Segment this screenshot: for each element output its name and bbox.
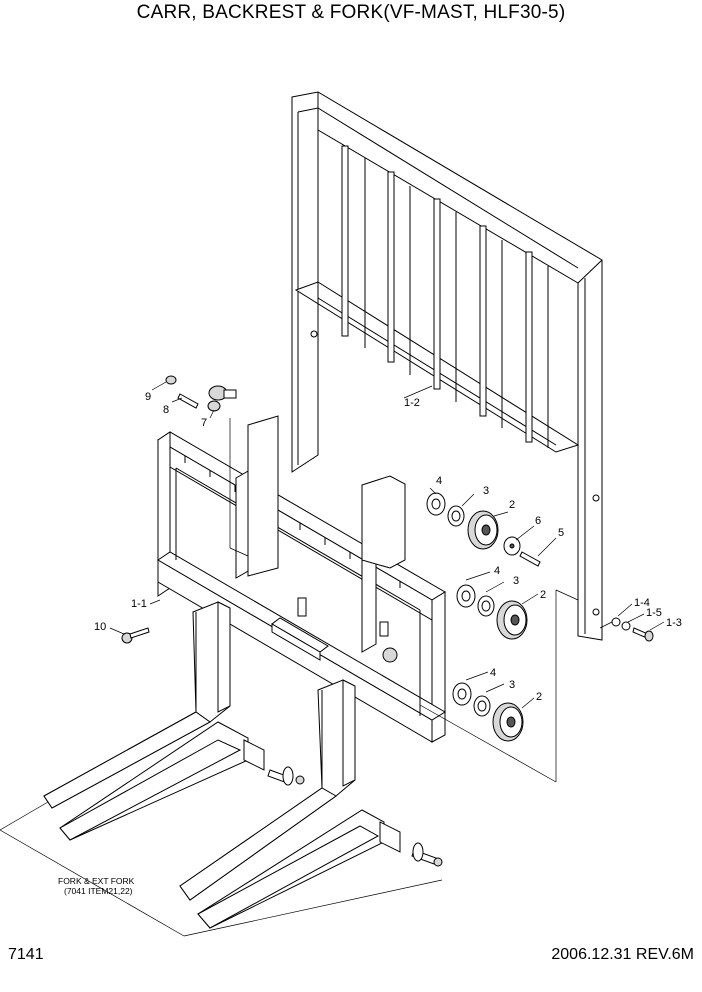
- callout-2-top: 2: [509, 499, 515, 511]
- bolt-stack-right: [611, 617, 654, 642]
- callout-1-1: 1-1: [131, 598, 147, 610]
- rollers-bottom: [452, 682, 524, 742]
- callout-5: 5: [558, 527, 564, 539]
- callout-2-bottom: 2: [536, 691, 542, 703]
- carriage-upper-plate: [247, 415, 279, 577]
- fork-note-line2: (7041 ITEM21,22): [64, 886, 133, 896]
- backrest: [291, 91, 603, 641]
- fork-left: [43, 601, 265, 841]
- callout-1-4: 1-4: [634, 597, 650, 609]
- backrest-slats: [317, 132, 549, 448]
- rollers-top: [426, 492, 541, 567]
- leader-lines: [0, 381, 665, 937]
- callout-1-3: 1-3: [666, 617, 682, 629]
- fork-note-line1: FORK & EXT FORK: [58, 876, 135, 886]
- page-title: CARR, BACKREST & FORK(VF-MAST, HLF30-5): [136, 2, 566, 23]
- callout-8: 8: [163, 404, 169, 416]
- callout-4-bottom: 4: [490, 667, 496, 679]
- rollers-middle: [456, 584, 528, 640]
- callout-3-middle: 3: [513, 575, 519, 587]
- callout-1-2: 1-2: [404, 397, 420, 409]
- callout-10: 10: [94, 621, 106, 633]
- callout-2-middle: 2: [540, 589, 546, 601]
- callout-4-middle: 4: [494, 565, 500, 577]
- callout-3-top: 3: [483, 485, 489, 497]
- fork-right: [179, 679, 401, 929]
- callout-7: 7: [201, 417, 207, 429]
- roller-bracket: [361, 475, 406, 569]
- page-number: 7141: [8, 946, 44, 963]
- callout-9: 9: [145, 391, 151, 403]
- date-revision: 2006.12.31 REV.6M: [551, 946, 694, 963]
- bolt-10: [121, 627, 150, 644]
- callout-4-top: 4: [436, 475, 442, 487]
- callout-6: 6: [535, 515, 541, 527]
- callout-3-bottom: 3: [509, 679, 515, 691]
- hardware-top-left: [165, 375, 237, 412]
- fork-pins: [267, 766, 443, 867]
- callout-1-5: 1-5: [646, 607, 662, 619]
